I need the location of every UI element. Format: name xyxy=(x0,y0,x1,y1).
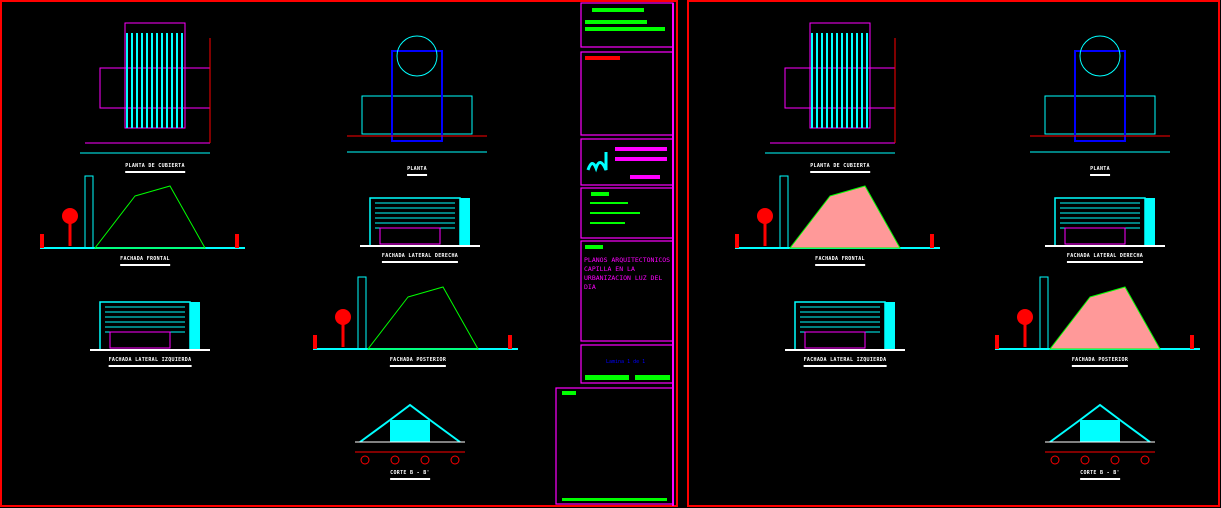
tower xyxy=(357,276,367,350)
roof-wing xyxy=(784,67,896,109)
axis-bubble xyxy=(450,455,460,465)
post xyxy=(40,234,44,248)
facade-gable xyxy=(1048,286,1161,350)
view-label: FACHADA LATERAL IZQUIERDA xyxy=(803,357,887,367)
roof-wing xyxy=(99,67,211,109)
sheet-1-border xyxy=(0,0,678,507)
section-roof xyxy=(359,403,461,443)
view-label: FACHADA LATERAL DERECHA xyxy=(381,253,459,263)
plan-wing xyxy=(1044,95,1156,135)
view-label: CORTE B - B' xyxy=(1080,470,1120,480)
post xyxy=(995,335,999,349)
view-corte-b-b- xyxy=(355,403,465,465)
axis-bubble xyxy=(1080,455,1090,465)
title-block xyxy=(555,2,674,506)
lateral-wall xyxy=(369,197,461,247)
view-fachada-lateral-derecha xyxy=(1045,197,1165,247)
lateral-openings xyxy=(1064,227,1126,245)
view-planta-de-cubierta xyxy=(80,22,211,154)
lateral-pier xyxy=(885,302,895,350)
view-label: FACHADA POSTERIOR xyxy=(1071,357,1129,367)
post xyxy=(735,234,739,248)
logo-mark xyxy=(586,152,608,173)
axis-bubble xyxy=(360,455,370,465)
section-body xyxy=(390,420,430,442)
facade-gable xyxy=(788,185,901,249)
facade-gable xyxy=(366,286,479,350)
plan-apse xyxy=(1079,35,1121,77)
post xyxy=(235,234,239,248)
project-title: PLANOS ARQUITECTONICOS CAPILLA EN LA URB… xyxy=(584,256,671,291)
view-corte-b-b- xyxy=(1045,403,1155,465)
sheet-2-border xyxy=(687,0,1220,507)
axis-bubble xyxy=(1110,455,1120,465)
view-label: FACHADA POSTERIOR xyxy=(389,357,447,367)
lateral-pier xyxy=(1145,198,1155,246)
lateral-pier xyxy=(460,198,470,246)
view-label: CORTE B - B' xyxy=(390,470,430,480)
roof-outline xyxy=(809,22,871,129)
tree xyxy=(1017,309,1033,325)
view-label: PLANTA DE CUBIERTA xyxy=(125,163,185,173)
tree xyxy=(757,208,773,224)
lateral-wall xyxy=(794,301,886,351)
view-label: FACHADA LATERAL IZQUIERDA xyxy=(108,357,192,367)
lateral-wall xyxy=(1054,197,1146,247)
view-fachada-frontal xyxy=(735,175,940,249)
roof-outline xyxy=(124,22,186,129)
plan-nave xyxy=(1074,50,1126,142)
tower xyxy=(779,175,789,249)
tower xyxy=(84,175,94,249)
lateral-pier xyxy=(190,302,200,350)
view-fachada-lateral-derecha xyxy=(360,197,480,247)
plan-nave xyxy=(391,50,443,142)
view-planta xyxy=(347,35,487,153)
view-fachada-lateral-izquierda xyxy=(90,301,210,351)
section-roof xyxy=(1049,403,1151,443)
tree xyxy=(335,309,351,325)
post xyxy=(508,335,512,349)
post xyxy=(930,234,934,248)
view-label: PLANTA xyxy=(1090,166,1110,176)
view-fachada-lateral-izquierda xyxy=(785,301,905,351)
post xyxy=(1190,335,1194,349)
plan-apse xyxy=(396,35,438,77)
axis-bubble xyxy=(1140,455,1150,465)
view-label: PLANTA DE CUBIERTA xyxy=(810,163,870,173)
view-planta-de-cubierta xyxy=(765,22,896,154)
sheet-number: Lamina 1 de 1 xyxy=(606,359,646,365)
view-planta xyxy=(1030,35,1170,153)
view-fachada-posterior xyxy=(995,276,1200,350)
axis-bubble xyxy=(390,455,400,465)
lateral-openings xyxy=(379,227,441,245)
title-block-fills xyxy=(562,8,670,501)
tower xyxy=(1039,276,1049,350)
axis-bubble xyxy=(1050,455,1060,465)
view-label: FACHADA LATERAL DERECHA xyxy=(1066,253,1144,263)
post xyxy=(313,335,317,349)
view-label: FACHADA FRONTAL xyxy=(120,256,170,266)
lateral-openings xyxy=(109,331,171,349)
view-label: FACHADA FRONTAL xyxy=(815,256,865,266)
lateral-openings xyxy=(804,331,866,349)
view-label: PLANTA xyxy=(407,166,427,176)
axis-bubble xyxy=(420,455,430,465)
plan-wing xyxy=(361,95,473,135)
facade-gable xyxy=(93,185,206,249)
view-fachada-posterior xyxy=(313,276,518,350)
section-body xyxy=(1080,420,1120,442)
tree xyxy=(62,208,78,224)
view-fachada-frontal xyxy=(40,175,245,249)
lateral-wall xyxy=(99,301,191,351)
